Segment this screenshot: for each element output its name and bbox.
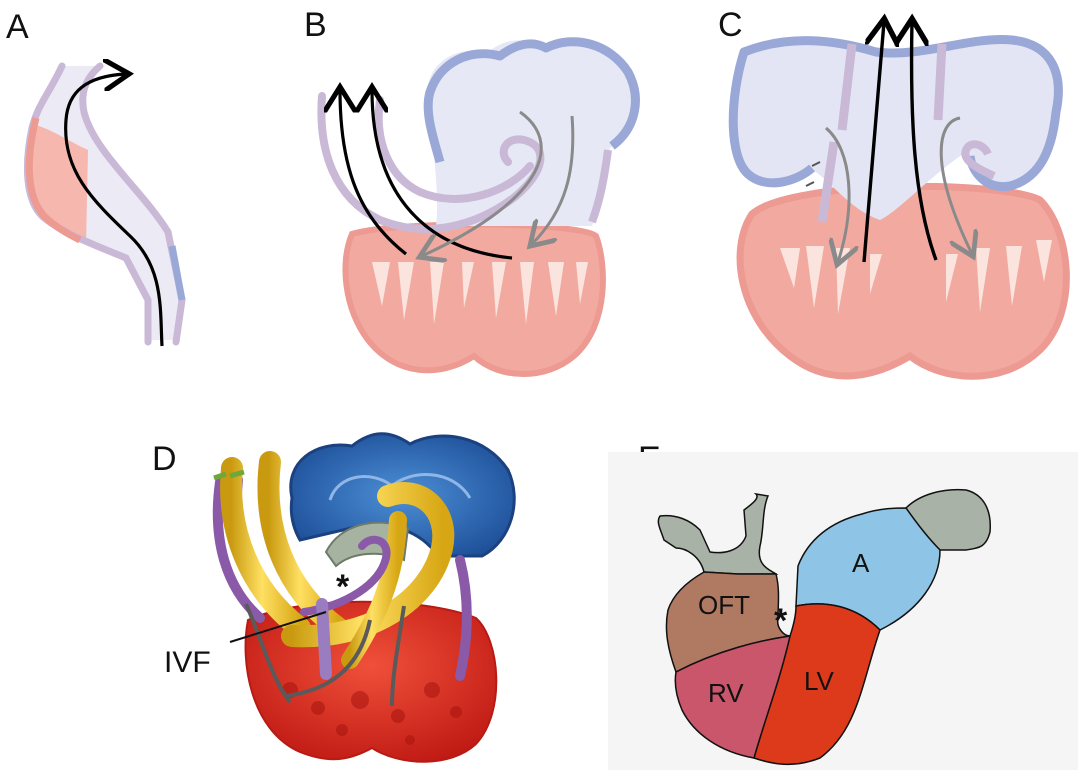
panel-b-letter: B — [304, 6, 327, 44]
panel-e-star-marker: * — [774, 602, 788, 640]
panel-e-lv-label: LV — [804, 666, 835, 696]
panel-d-ivf-fold — [322, 604, 326, 674]
panel-e-a-label: A — [852, 548, 870, 578]
panel-d: D * IVF — [152, 434, 514, 762]
panel-a: A — [6, 8, 184, 346]
panel-d-letter: D — [152, 440, 177, 478]
panel-d-ivf-label: IVF — [164, 646, 211, 679]
panel-c: C — [718, 6, 1066, 376]
panel-c-vessel-right — [938, 44, 942, 120]
panel-b-ventricles — [345, 224, 602, 374]
panel-d-star-marker: * — [336, 568, 350, 606]
panel-c-letter: C — [718, 6, 743, 44]
panel-e: E OFT RV LV A * — [608, 440, 1078, 770]
panel-a-letter: A — [6, 8, 29, 46]
panel-c-ventricles — [740, 186, 1066, 376]
panel-b: B — [304, 6, 635, 374]
panel-e-rv-label: RV — [708, 678, 744, 708]
panel-e-oft-label: OFT — [698, 590, 750, 620]
